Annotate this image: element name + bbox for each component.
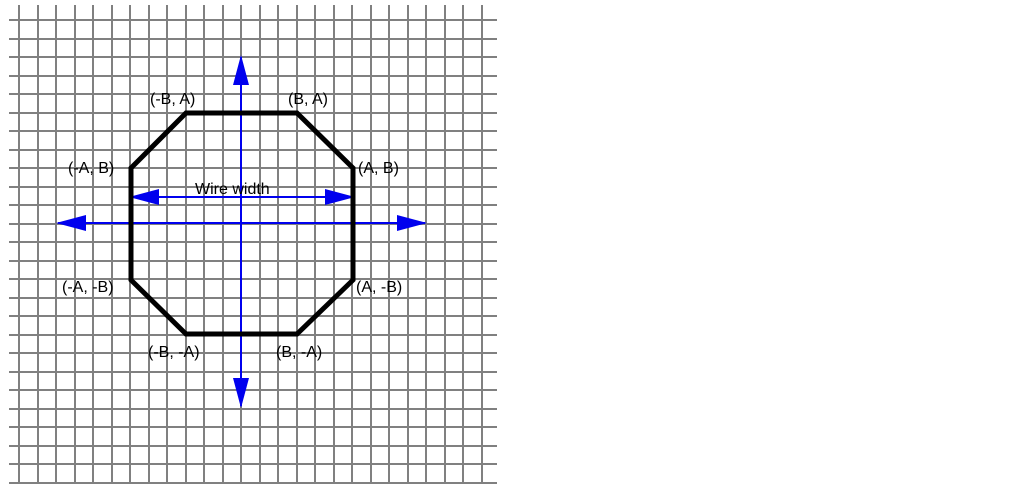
vertex-label-a-b: (A, B) [358, 160, 399, 177]
vertex-label-neg-a-neg-b: (-A, -B) [62, 279, 114, 296]
vertex-label-neg-a-b: (-A, B) [68, 160, 114, 177]
vertex-label-b-a: (B, A) [288, 91, 328, 108]
vertex-label-a-neg-b: (A, -B) [356, 279, 402, 296]
octagon-outline [128, 110, 356, 337]
vertex-label-b-neg-a: (B, -A) [276, 344, 322, 361]
grid-background [9, 5, 497, 484]
vertex-label-neg-b-neg-a: (-B, -A) [148, 344, 200, 361]
vertex-label-neg-b-a: (-B, A) [150, 91, 195, 108]
wire-width-label: Wire width [195, 181, 270, 198]
